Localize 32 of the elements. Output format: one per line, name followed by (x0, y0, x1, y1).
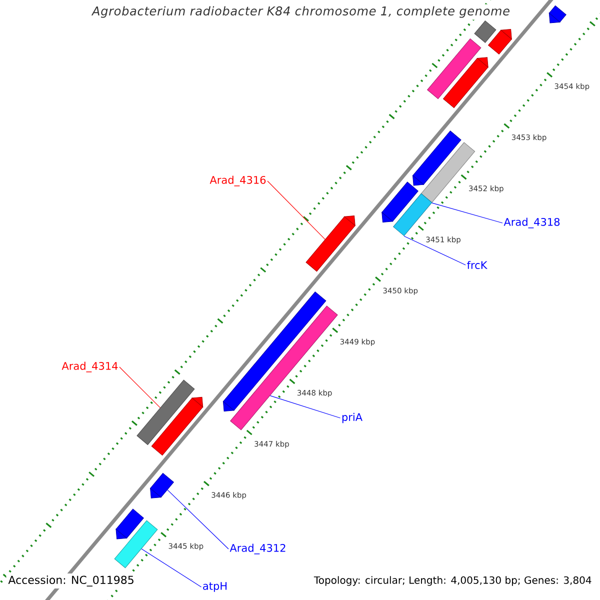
leader-line (404, 236, 466, 266)
gene-label: priA (342, 412, 362, 424)
gene-label: Arad_4312 (230, 544, 286, 554)
gene-label: Arad_4314 (62, 362, 118, 372)
accession-label: Accession: NC_011985 (6, 574, 136, 588)
gene-block (548, 5, 566, 24)
gene-block (116, 508, 144, 540)
leader-line (432, 202, 503, 224)
leader-line (119, 366, 160, 408)
gene-block (230, 306, 338, 430)
gene-block (393, 193, 432, 236)
gene-block (150, 472, 174, 498)
title: Agrobacterium radiobacter K84 chromosome 1, complete genome (90, 4, 512, 20)
gene-block (306, 216, 356, 272)
gene-block (488, 29, 512, 54)
gene-label: Arad_4316 (210, 176, 266, 186)
leader-line (167, 490, 229, 550)
leader-line (141, 548, 202, 588)
gene-block (136, 380, 195, 445)
gene-block (114, 520, 158, 568)
gene-label: Arad_4318 (504, 218, 560, 228)
gene-block (151, 396, 204, 456)
gene-block (474, 20, 496, 43)
leader-line (267, 180, 326, 240)
gene-block (382, 182, 418, 222)
gene-label: atpH (203, 582, 227, 592)
gene-block (427, 38, 482, 100)
leader-line (270, 395, 341, 418)
gene-block (443, 57, 488, 108)
gene-label: frcK (467, 260, 488, 270)
gene-block (412, 130, 462, 186)
summary-label: Topology: circular; Length: 4,005,130 bp; Genes: 3,804 (312, 574, 594, 588)
